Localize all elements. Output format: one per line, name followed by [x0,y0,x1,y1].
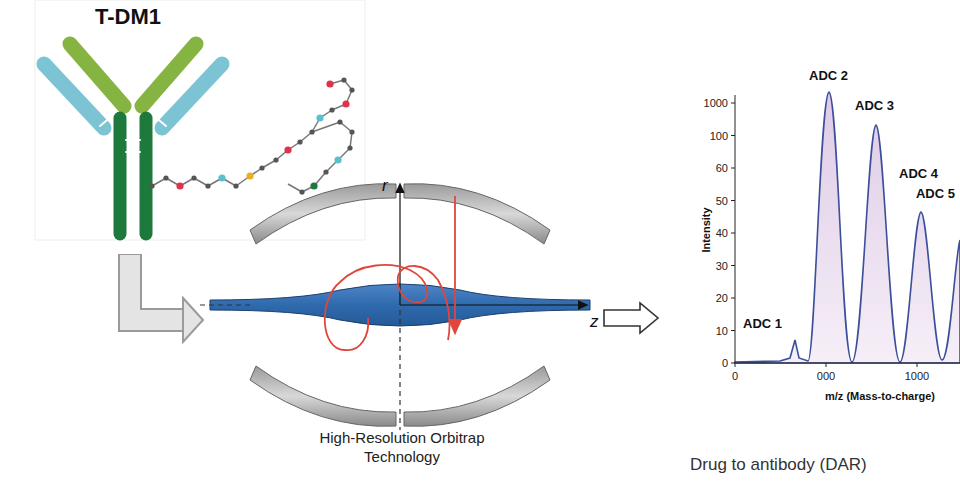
flow-arrow [604,303,658,333]
tick [735,363,736,367]
atom [323,169,328,174]
flow-arrow [130,254,203,342]
atom [342,100,349,107]
tick [731,330,735,331]
tick [826,363,827,367]
tick [731,168,735,169]
atom [297,139,302,144]
axis-label: r [382,176,388,196]
antibody-panel: T-DM1 [35,0,365,240]
axis-label: z [590,312,599,332]
arrow-head [183,298,203,342]
peak-label: ADC 2 [808,68,849,83]
tick-label: 10 [716,325,728,337]
atom [191,175,196,180]
tick-label: 1000 [704,97,728,109]
tick-label: 100 [710,130,728,142]
tick [731,200,735,201]
tick [731,135,735,136]
tick-label: 30 [716,260,728,272]
tick [731,265,735,266]
atom [310,182,317,189]
orbitrap-panel: High-Resolution Orbitrap Technology [205,170,600,488]
tick [917,363,918,367]
orbitrap [200,184,590,430]
atom [334,156,341,163]
panel-caption: Drug to antibody (DAR) [690,455,867,475]
atom [299,189,304,194]
peak-label: ADC 5 [915,186,956,201]
tick-label: 20 [716,292,728,304]
atom [259,165,264,170]
tick-label: 0 [732,370,738,382]
atom [326,80,333,87]
tick-label: 40 [716,227,728,239]
tick-label: 000 [817,370,835,382]
atom [316,114,323,121]
atom [347,145,352,150]
tick [731,233,735,234]
spectrum-chart [731,92,960,367]
atom [233,183,238,188]
atom [349,129,354,134]
axis-title: Intensity [700,207,712,252]
arrow-body [130,255,186,320]
atom [284,146,291,153]
tick-label: 0 [722,357,728,369]
panel-caption: High-Resolution Orbitrap Technology [317,428,487,466]
tick [731,298,735,299]
tick [731,363,735,364]
atom [329,107,334,112]
atom [246,172,253,179]
tick [731,103,735,104]
tick-label: 60 [716,162,728,174]
atom [176,182,183,189]
atom [218,174,225,181]
bond [312,122,340,132]
arrow-outline [130,254,185,320]
peak-label: ADC 3 [854,98,895,113]
atom [309,129,314,134]
antibody [44,44,222,234]
peak-label: ADC 1 [742,316,783,331]
tick-label: 1000 [905,370,929,382]
atom [205,183,210,188]
tick-label: 50 [716,195,728,207]
atom [163,175,168,180]
atom [149,183,154,188]
atom [337,119,342,124]
axis-title: m/z (Mass-to-charge) [825,390,935,402]
panel-title: T-DM1 [95,4,161,30]
atom [349,87,354,92]
atom [273,157,278,162]
hollow-arrow [604,303,658,333]
peak-label: ADC 4 [898,166,939,181]
drug-linker-molecule [149,77,354,194]
atom [341,77,346,82]
